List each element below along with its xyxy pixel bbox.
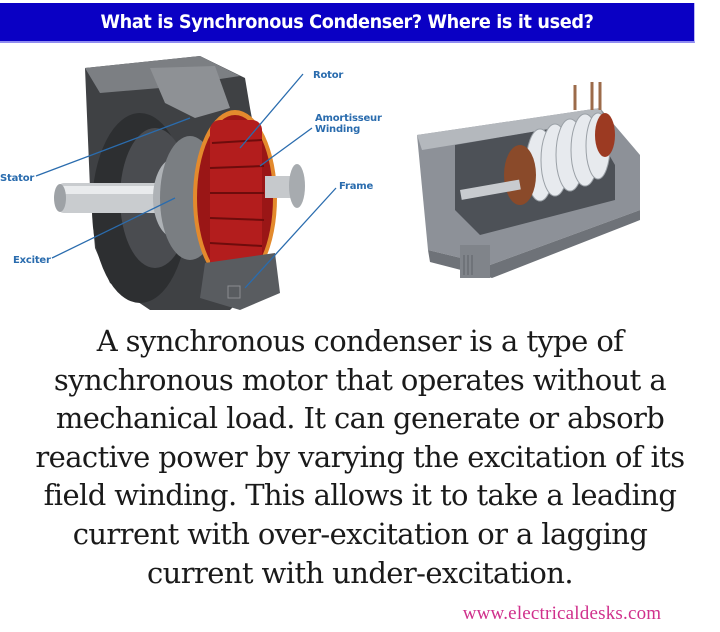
label-amortisseur-line2: Winding [315,124,361,135]
description-line: mechanical load. It can generate or abso… [55,401,665,436]
label-amortisseur-line1: Amortisseur [315,113,382,124]
description-line: current with over-excitation or a laggin… [72,516,648,551]
enclosed-condenser-illustration [417,82,640,278]
label-stator: Stator [0,173,35,184]
description-line: synchronous motor that operates without … [53,362,667,397]
label-frame: Frame [339,181,374,192]
description-line: field winding. This allows it to take a … [43,478,677,513]
label-amortisseur-winding: Amortisseur Winding [315,113,382,135]
label-exciter: Exciter [13,255,51,266]
description-line: current with under-excitation. [146,555,574,590]
description-line: reactive power by varying the excitation… [35,439,685,474]
title-banner: What is Synchronous Condenser? Where is … [0,3,695,43]
synchronous-condenser-cutaway-illustration [35,56,337,310]
description-line: A synchronous condenser is a type of [96,324,624,358]
description-paragraph: A synchronous condenser is a type of syn… [0,322,720,592]
label-rotor: Rotor [313,70,344,81]
page-title: What is Synchronous Condenser? Where is … [100,11,594,33]
website-watermark: www.electricaldesks.com [462,603,662,624]
